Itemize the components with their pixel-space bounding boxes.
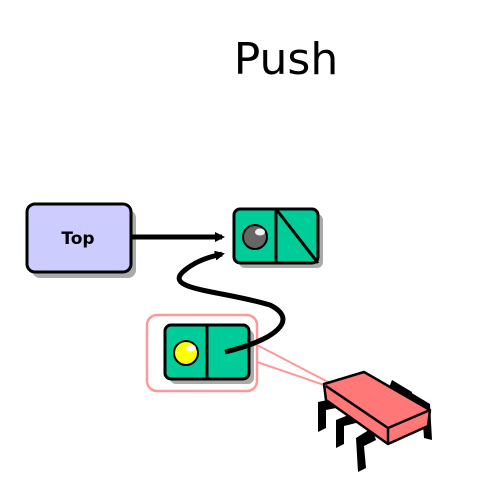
existing-node [232,207,323,268]
new-value-dot [173,340,199,366]
page-title: Push [234,34,338,85]
top-box: Top [25,202,136,278]
robot-bug-icon [318,370,432,472]
new-node-highlight [145,313,259,393]
top-label: Top [61,229,94,249]
null-pointer-slash [274,208,320,264]
existing-value-dot [242,224,268,250]
next-pointer-arrow [176,250,286,355]
new-node [163,323,254,384]
